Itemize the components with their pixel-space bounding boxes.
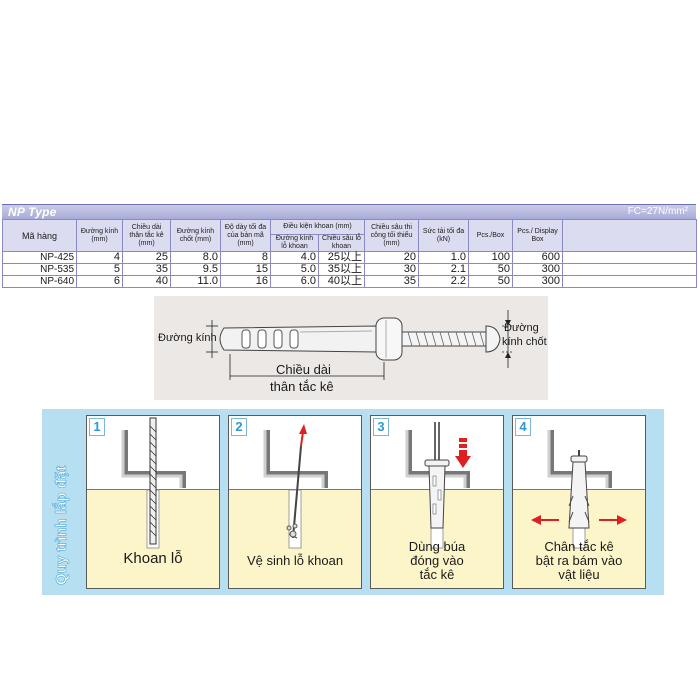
cell-pcs-box: 50 [468,275,513,288]
cell-diameter: 4 [76,251,123,264]
cell-pin-diameter: 8.0 [170,251,221,264]
step-caption-line1: Dùng búa [408,539,466,554]
cell-pcs-display: 600 [512,251,563,264]
col-header-body-length: Chiều dài thân tắc kê (mm) [122,219,171,252]
col-header-drill-depth: Chiều sâu lỗ khoan [318,234,365,252]
step-panel-3: 3 Dùng búa đóng vào tắc kê [370,415,504,589]
cell-code: NP-535 [2,263,77,276]
table-title-bar: NP Type FC=27N/mm² [2,204,696,219]
step-caption-line1: Chân tắc kê [544,539,614,554]
cell-pcs-box: 100 [468,251,513,264]
step-caption-line3: tắc kê [419,567,455,582]
cell-drill-depth: 35以上 [318,263,365,276]
cell-body-length: 40 [122,275,171,288]
col-header-code: Mã hàng [2,219,77,252]
anchor-dimension-diagram: Đường kính Đường kính chốt Chiều dài thâ… [154,296,548,400]
col-header-pcs-box: Pcs./Box [468,219,513,252]
col-header-drill-condition: Điều kiện khoan (mm) [270,219,365,235]
cell-max-load: 1.0 [418,251,469,264]
step-caption-line2: đóng vào [410,553,464,568]
cell-empty [562,251,697,264]
cell-empty [562,263,697,276]
step-caption: Khoan lỗ [123,550,183,567]
col-header-empty [562,219,697,252]
length-label-line2: thân tắc kê [270,379,334,394]
cell-min-depth: 35 [364,275,419,288]
step-panel-4: 4 Chân tắc kê bật ra bám vào vật liệu [512,415,646,589]
cell-pin-diameter: 11.0 [170,275,221,288]
installation-steps: Quy trình lắp đặt 1 Khoan lỗ 2 [42,409,664,595]
step-number: 2 [231,418,247,436]
table-row: NP-535 5 35 9.5 15 5.0 35以上 30 2.1 50 30… [2,263,697,276]
cell-pcs-box: 50 [468,263,513,276]
step-number: 3 [373,418,389,436]
cell-thickness: 8 [220,251,271,264]
spec-table: NP Type FC=27N/mm² Mã hàng Đường kính (m… [2,204,697,288]
col-header-min-depth: Chiều sâu thi công tối thiểu (mm) [364,219,419,252]
cell-drill-depth: 40以上 [318,275,365,288]
step-number: 4 [515,418,531,436]
svg-text:Quy trình lắp đặt: Quy trình lắp đặt [52,466,70,585]
hammer-anchor-illustration [405,422,471,549]
step-caption-line2: bật ra bám vào [535,553,623,568]
cell-code: NP-640 [2,275,77,288]
table-row: NP-425 4 25 8.0 8 4.0 25以上 20 1.0 100 60… [2,251,697,264]
step-caption: Vệ sinh lỗ khoan [246,553,344,568]
cell-pcs-display: 300 [512,263,563,276]
anchor-drawing [206,310,514,380]
step-caption-line3: vật liệu [558,567,600,582]
drill-illustration [121,417,186,549]
col-header-thickness: Độ dày tối đa của bản mã (mm) [220,219,271,252]
cell-max-load: 2.1 [418,263,469,276]
cell-drill-diameter: 6.0 [270,275,319,288]
step-panel-2: 2 Vệ sinh lỗ khoan [228,415,362,589]
cell-min-depth: 30 [364,263,419,276]
pin-diameter-label-line2: kính chốt [502,336,547,348]
cell-thickness: 15 [220,263,271,276]
steps-title: Quy trình lắp đặt [52,466,71,586]
clean-hole-illustration [263,424,328,549]
cell-empty [562,275,697,288]
col-header-diameter: Đường kính (mm) [76,219,123,252]
expanded-anchor-illustration [531,430,627,549]
cell-drill-diameter: 5.0 [270,263,319,276]
col-header-drill-diameter: Đường kính lỗ khoan [270,234,319,252]
cell-diameter: 5 [76,263,123,276]
cell-body-length: 25 [122,251,171,264]
cell-drill-depth: 25以上 [318,251,365,264]
col-header-pcs-display: Pcs./ Display Box [512,219,563,252]
step-panel-1: 1 Khoan lỗ [86,415,220,589]
pin-diameter-label-line1: Đường [504,322,539,334]
fc-note: FC=27N/mm² [627,206,688,217]
col-header-max-load: Sức tải tối đa (kN) [418,219,469,252]
cell-code: NP-425 [2,251,77,264]
cell-pin-diameter: 9.5 [170,263,221,276]
cell-drill-diameter: 4.0 [270,251,319,264]
col-header-pin-diameter: Đường kính chốt (mm) [170,219,221,252]
diameter-label: Đường kính [158,332,217,344]
cell-diameter: 6 [76,275,123,288]
length-label-line1: Chiều dài [276,362,331,377]
cell-min-depth: 20 [364,251,419,264]
cell-max-load: 2.2 [418,275,469,288]
step-number: 1 [89,418,105,436]
cell-body-length: 35 [122,263,171,276]
cell-pcs-display: 300 [512,275,563,288]
cell-thickness: 16 [220,275,271,288]
table-row: NP-640 6 40 11.0 16 6.0 40以上 35 2.2 50 3… [2,275,697,288]
table-title: NP Type [8,205,57,219]
